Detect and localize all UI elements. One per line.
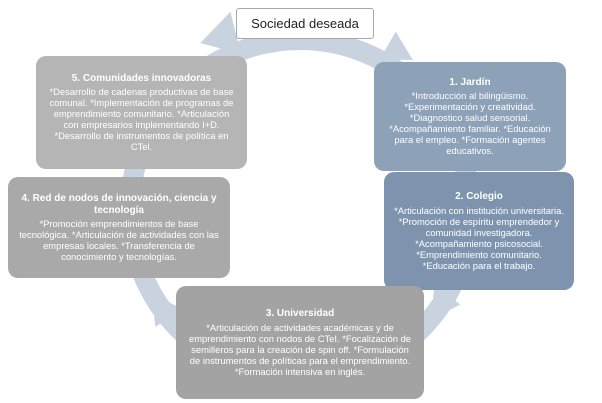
stage-body-jardin: *Introducción al bilingüismo. *Experimen… [389, 90, 551, 157]
cycle-arrow-icon [379, 31, 413, 60]
stage-title-jardin: 1. Jardín [449, 76, 491, 88]
stage-title-colegio: 2. Colegio [455, 191, 503, 203]
stage-body-comunidades: *Desarrollo de cadenas productivas de ba… [49, 86, 234, 153]
stage-body-colegio: *Articulación con institución universita… [394, 204, 564, 271]
cycle-terminal-arrow-icon [200, 11, 241, 54]
stage-box-universidad: 3. Universidad *Articulación de activida… [176, 286, 424, 399]
stage-title-comunidades: 5. Comunidades innovadoras [71, 72, 212, 84]
stage-body-red-nodos: *Promoción emprendimientos de base tecno… [19, 218, 219, 262]
desired-society-box: Sociedad deseada [236, 8, 374, 39]
cycle-arrow-icon [151, 293, 182, 327]
stage-box-jardin: 1. Jardín *Introducción al bilingüismo. … [374, 62, 566, 171]
stage-box-comunidades: 5. Comunidades innovadoras *Desarrollo d… [36, 56, 247, 169]
stage-title-universidad: 3. Universidad [265, 308, 335, 320]
stage-box-red-nodos: 4. Red de nodos de innovación, ciencia y… [8, 177, 230, 278]
desired-society-label: Sociedad deseada [251, 16, 359, 31]
cycle-arrow-icon [430, 286, 461, 320]
stage-box-colegio: 2. Colegio *Articulación con institución… [384, 172, 574, 290]
stage-body-universidad: *Articulación de actividades académicas … [189, 321, 411, 377]
stage-title-red-nodos: 4. Red de nodos de innovación, ciencia y… [21, 193, 217, 216]
